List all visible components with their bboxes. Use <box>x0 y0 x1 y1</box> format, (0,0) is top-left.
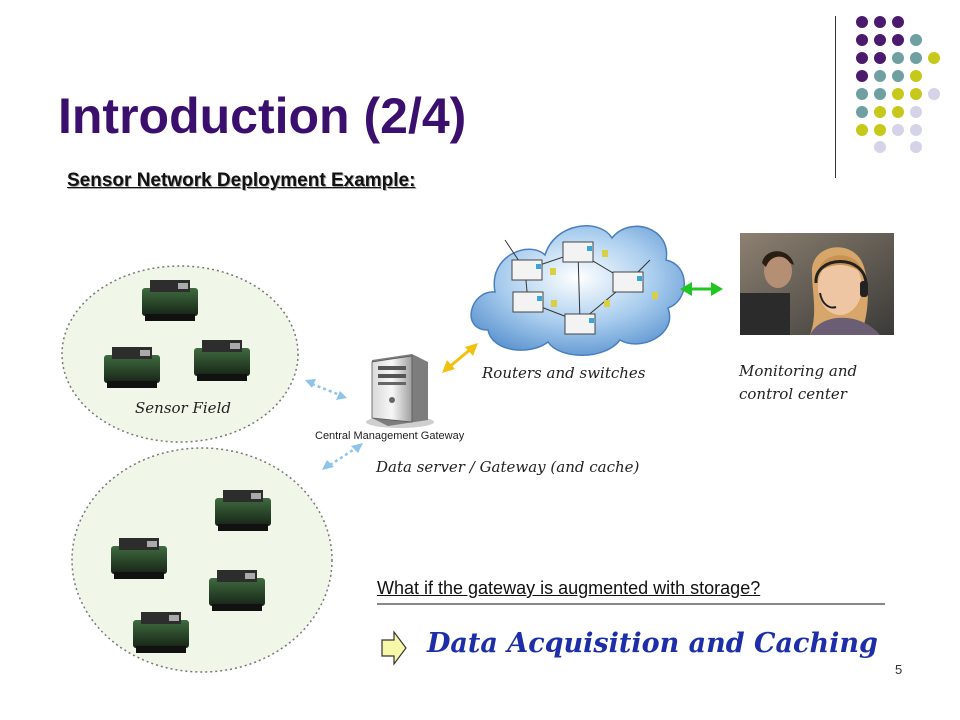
right-arrow-icon <box>381 630 407 666</box>
monitoring-center-label: Monitoring and control center <box>739 362 858 403</box>
sensor-node-icon <box>133 612 189 653</box>
sensor-node-icon <box>111 538 167 579</box>
sensor-node-icon <box>215 490 271 531</box>
conclusion-text: Data Acquisition and Caching <box>427 628 878 659</box>
sensor-node-icon <box>142 280 198 321</box>
sensor-node-icon <box>104 347 160 388</box>
arrowhead-icon <box>465 343 478 356</box>
sensor-node-icon <box>194 340 250 381</box>
gateway-label: Data server / Gateway (and cache) <box>376 458 640 476</box>
arrowhead-icon <box>680 282 692 296</box>
arrow-lower-field-to-gateway <box>329 446 357 467</box>
slide-title: Introduction (2/4) <box>58 88 467 144</box>
slide-subtitle: Sensor Network Deployment Example: <box>67 170 416 191</box>
arrowhead-icon <box>322 460 334 470</box>
sensor-field-label: Sensor Field <box>135 399 231 417</box>
router-cloud-icon <box>470 225 685 356</box>
page-number: 5 <box>895 662 903 677</box>
arrowhead-icon <box>711 282 723 296</box>
decorative-divider <box>835 16 836 178</box>
question-text: What if the gateway is augmented with st… <box>377 578 761 598</box>
arrow-gateway-to-routers <box>447 346 473 370</box>
sensor-field-upper <box>61 265 299 443</box>
arrowhead-icon <box>351 443 363 453</box>
sensor-node-icon <box>209 570 265 611</box>
routers-label: Routers and switches <box>482 364 646 382</box>
central-gateway-label: Central Management Gateway <box>315 430 465 442</box>
monitoring-operator-photo <box>740 233 894 335</box>
arrowhead-icon <box>336 391 347 400</box>
arrow-upper-field-to-gateway <box>311 382 341 397</box>
decorative-dot-grid <box>856 16 940 153</box>
arrowhead-icon <box>305 379 316 388</box>
arrowhead-icon <box>442 360 455 373</box>
gateway-server-icon <box>366 354 434 428</box>
